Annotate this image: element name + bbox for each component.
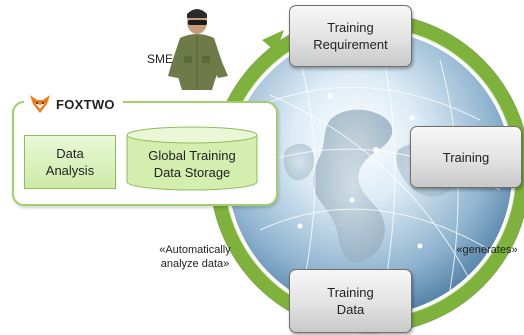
globe-continents — [313, 109, 393, 263]
sme-person-icon — [168, 9, 228, 90]
cycle-arrow-icon — [262, 30, 284, 52]
fox-logo-icon — [30, 95, 50, 113]
global-storage-cylinder — [126, 126, 258, 191]
training-data-box: Training Data — [289, 269, 412, 333]
global-storage-label: Global Training Data Storage — [148, 148, 236, 180]
training-requirement-box: Training Requirement — [289, 5, 412, 67]
foxtwo-logo-text: FOXTWO — [56, 96, 115, 112]
foxtwo-logo: FOXTWO — [24, 93, 123, 115]
globe-image — [228, 31, 512, 315]
generates-label: «generates» — [456, 244, 518, 256]
data-analysis-box: Data Analysis — [24, 135, 116, 189]
sme-label: SME — [146, 52, 173, 66]
training-box: Training — [410, 126, 522, 188]
auto-analyze-label: «Automatically analyze data» — [159, 244, 231, 270]
